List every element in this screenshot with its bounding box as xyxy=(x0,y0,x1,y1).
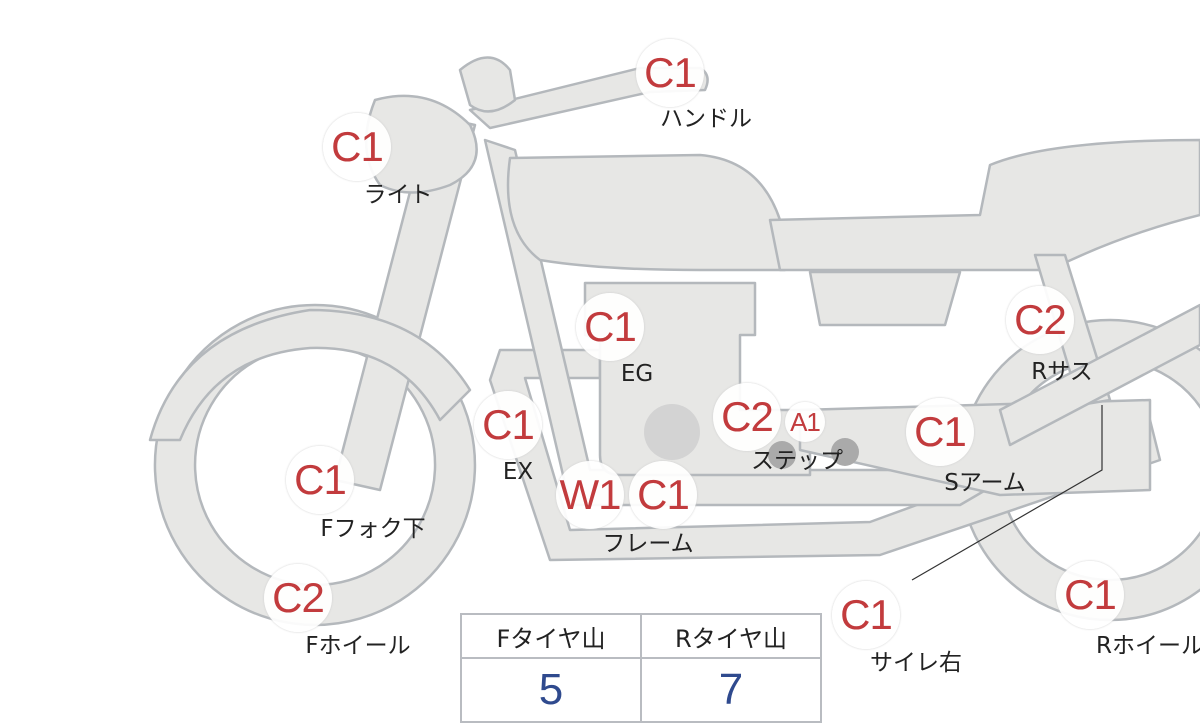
marker-rear-wheel[interactable]: C1 xyxy=(1056,561,1124,629)
marker-engine[interactable]: C1 xyxy=(576,293,644,361)
label-rear-suspension: Rサス xyxy=(1031,359,1093,385)
marker-frame-c[interactable]: C1 xyxy=(629,461,697,529)
marker-front-wheel[interactable]: C2 xyxy=(264,564,332,632)
footpeg-left xyxy=(768,441,796,469)
front-tire-header: Fタイヤ山 xyxy=(460,613,642,659)
fuel-tank xyxy=(506,153,787,272)
marker-frame-w[interactable]: W1 xyxy=(556,461,624,529)
marker-handlebar[interactable]: C1 xyxy=(636,39,704,107)
label-handlebar: ハンドル xyxy=(660,106,752,132)
rear-subframe xyxy=(998,303,1200,447)
rear-tire-header: Rタイヤ山 xyxy=(640,613,822,659)
seat xyxy=(768,138,1200,272)
label-step: ステップ xyxy=(751,448,843,474)
rear-tire-value: 7 xyxy=(640,657,822,723)
meter xyxy=(458,56,517,113)
label-rear-wheel: Rホイール xyxy=(1096,633,1200,659)
engine-cover xyxy=(644,404,700,460)
marker-swing-arm[interactable]: C1 xyxy=(906,398,974,466)
label-frame: フレーム xyxy=(602,531,694,557)
marker-step[interactable]: C2 xyxy=(713,383,781,451)
marker-light[interactable]: C1 xyxy=(323,113,391,181)
label-engine: EG xyxy=(620,361,654,387)
label-light: ライト xyxy=(363,182,433,208)
marker-muffler-right[interactable]: C1 xyxy=(832,581,900,649)
side-cover xyxy=(808,270,962,327)
marker-step-extra[interactable]: A1 xyxy=(785,402,825,442)
label-exhaust: EX xyxy=(502,459,534,485)
leader-line xyxy=(911,405,1103,581)
footpeg-right xyxy=(831,438,859,466)
label-front-wheel: Fホイール xyxy=(305,633,411,659)
marker-exhaust[interactable]: C1 xyxy=(474,391,542,459)
label-muffler-right: サイレ右 xyxy=(870,650,962,676)
label-fork-lower: Fフォク下 xyxy=(320,516,426,542)
tire-tread-table: Fタイヤ山 Rタイヤ山 5 7 xyxy=(460,613,822,723)
marker-rear-suspension[interactable]: C2 xyxy=(1006,286,1074,354)
label-swing-arm: Sアーム xyxy=(944,470,1026,496)
front-fender xyxy=(148,308,472,442)
marker-fork-lower[interactable]: C1 xyxy=(286,446,354,514)
front-tire-value: 5 xyxy=(460,657,642,723)
